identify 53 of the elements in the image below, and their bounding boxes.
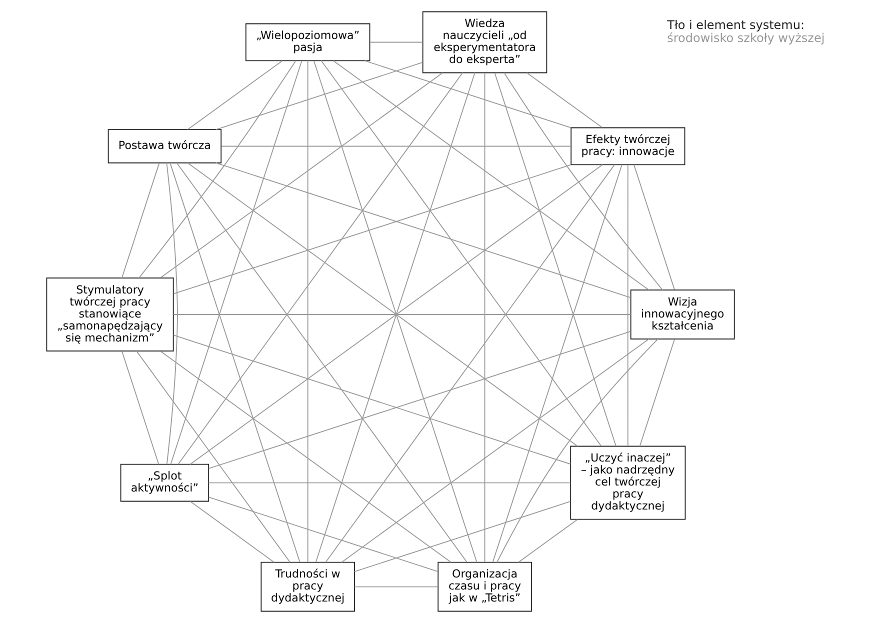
label: środowisko szkoły wyższej [666,31,824,46]
connector [189,500,274,563]
connector [638,338,675,447]
connector [177,72,463,465]
connector [332,60,649,290]
connector [340,338,649,563]
node-box: Wiedza nauczycieli „od eksperymentatora do eksperta” [422,11,547,74]
node-box: Trudności w pracy dydaktycznej [260,562,354,612]
connector [306,60,308,562]
connector [160,72,442,278]
connector [484,72,485,563]
connector [160,350,451,563]
connector [354,501,570,572]
connector [492,164,622,563]
connector [136,350,290,563]
node-box: Efekty twórczej pracy: innowacje [570,127,685,166]
connector [208,482,570,484]
label: Tło i element systemu: [666,18,804,32]
connector [172,334,570,465]
connector [518,518,578,563]
connector [169,162,300,563]
connector [172,314,631,315]
node-box: Wizja innowacyjnego kształcenia [630,290,734,340]
connector [220,146,571,147]
connector [215,62,423,130]
connector [208,496,438,572]
connector [364,60,571,128]
connector [186,60,282,130]
connector [138,60,296,278]
connector [172,164,571,294]
connector [324,164,614,563]
connector [626,164,628,446]
node-box: Stymulatory twórczej pracy stanowiące „samonapędzający się mechanizm” [46,278,174,352]
connector [369,42,423,43]
connector [170,60,302,465]
connector [503,72,663,290]
node-box: „Uczyć inaczej” – jako nadrzędny cel twórczej pracy dydaktycznej [570,446,686,520]
connector [354,586,438,588]
connector [176,162,467,562]
node-box: „Splot aktywności” [120,464,209,502]
connector [320,60,602,446]
connector [633,164,674,290]
connector [215,162,631,298]
connector [494,72,616,446]
connector [526,72,602,128]
node-box: „Wielopoziomowa” pasja [244,23,370,62]
node-box: Postawa twórcza [107,129,222,164]
connector [121,350,159,465]
connector [496,338,658,563]
node-box: Organizacja czasu i pracy jak w „Tetris” [437,562,532,612]
connector [120,162,160,278]
connector [166,162,178,464]
connector [208,330,631,469]
